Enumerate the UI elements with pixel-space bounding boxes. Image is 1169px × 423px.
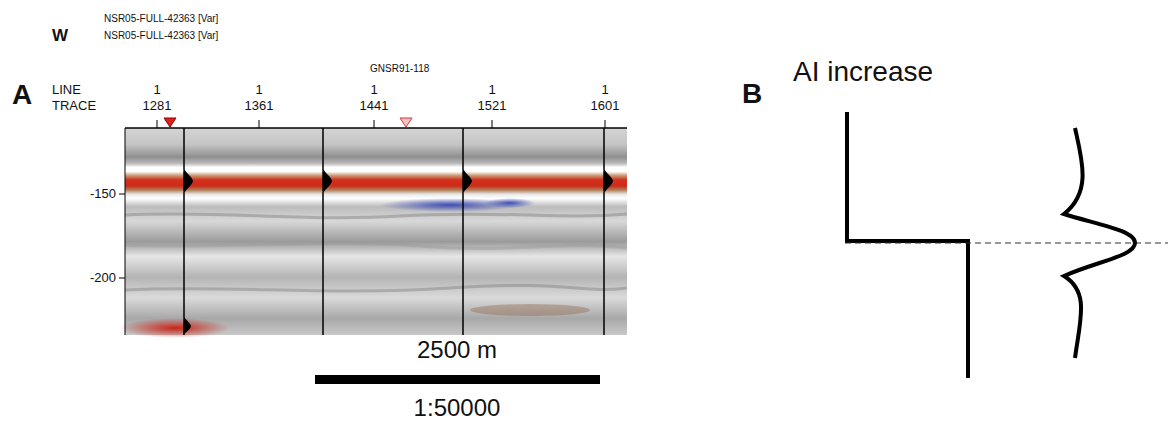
time-tick: -200 xyxy=(90,271,116,284)
panel-letter: B xyxy=(742,80,762,108)
line-name: NSR05-FULL-42363 [Var] xyxy=(104,14,218,24)
curve-title: AI increase xyxy=(793,58,933,86)
trace-number: 1361 xyxy=(245,99,274,112)
axis-header: LINE xyxy=(52,83,81,96)
direction-label: W xyxy=(52,27,68,44)
line-number: 1 xyxy=(488,83,495,96)
axis-header: TRACE xyxy=(52,99,96,112)
well-name: GNSR91-118 xyxy=(370,64,429,74)
line-number: 1 xyxy=(255,83,262,96)
time-tick: -150 xyxy=(90,187,116,200)
scale-ratio: 1:50000 xyxy=(414,396,501,420)
trace-number: 1281 xyxy=(143,99,172,112)
trace-number: 1441 xyxy=(360,99,389,112)
line-number: 1 xyxy=(601,83,608,96)
trace-number: 1521 xyxy=(478,99,507,112)
line-name: NSR05-FULL-42363 [Var] xyxy=(104,31,218,41)
panel-letter: A xyxy=(12,81,32,109)
line-number: 1 xyxy=(370,83,377,96)
trace-number: 1601 xyxy=(591,99,620,112)
scale-length: 2500 m xyxy=(417,338,497,362)
line-number: 1 xyxy=(153,83,160,96)
